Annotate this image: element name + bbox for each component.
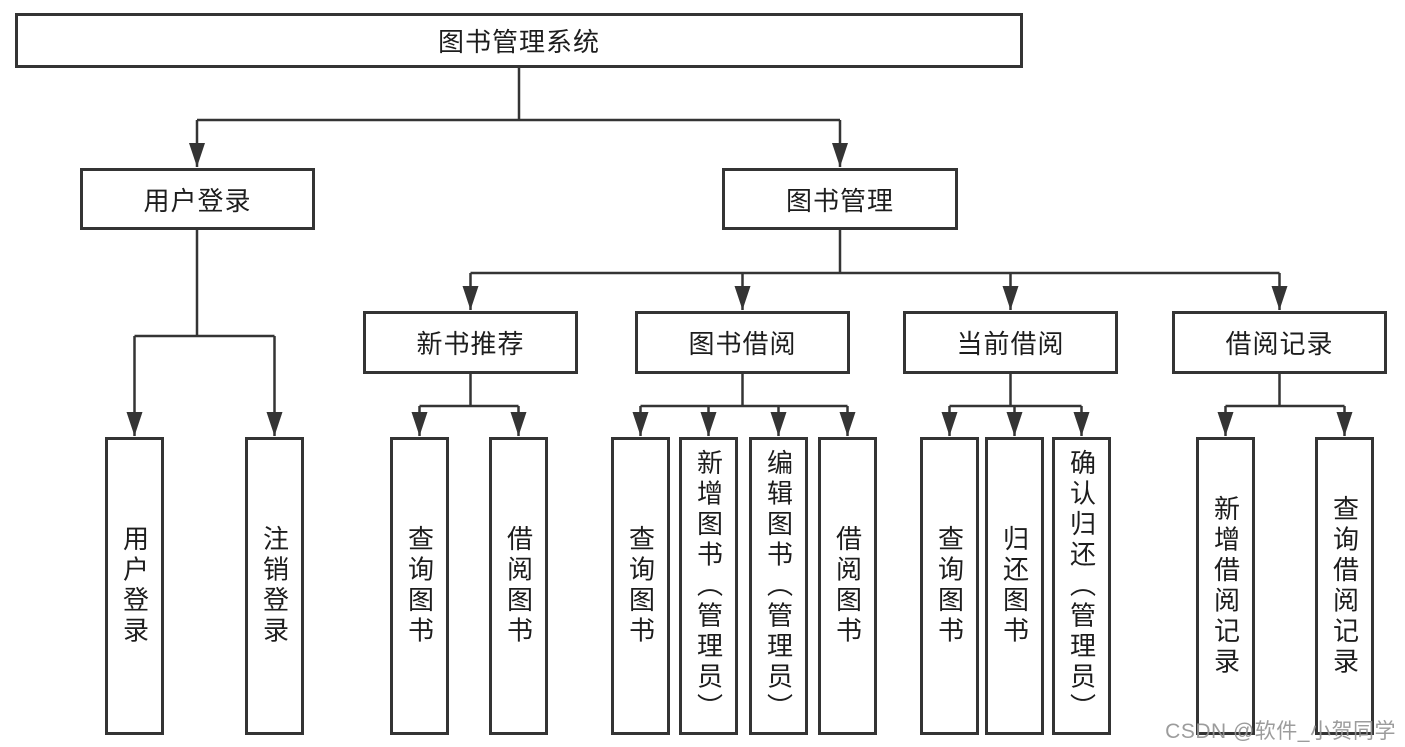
- node-label: 查询图书: [625, 525, 656, 647]
- node-label: 归还图书: [999, 525, 1030, 647]
- node-label: 借阅记录: [1225, 329, 1334, 359]
- node-label: 用户登录: [119, 525, 150, 647]
- node-library-system: 图书管理系统: [15, 13, 1023, 68]
- node-label: 借阅图书: [832, 525, 863, 647]
- node-label: 图书管理: [785, 185, 894, 216]
- node-new-book-recommend: 新书推荐: [363, 311, 578, 374]
- leaf-query-books-1: 查询图书: [390, 437, 449, 735]
- node-user-login: 用户登录: [80, 168, 315, 230]
- leaf-borrow-books-1: 借阅图书: [489, 437, 548, 735]
- leaf-add-book-admin: 新增图书（管理员）: [679, 437, 738, 735]
- node-label: 编辑图书（管理员）: [763, 448, 794, 724]
- wire-current-borrowing-children: [941, 374, 1090, 436]
- node-label: 图书借阅: [688, 329, 797, 359]
- node-borrow-records: 借阅记录: [1172, 311, 1387, 374]
- wire-root-to-level2: [189, 68, 848, 167]
- leaf-logout: 注销登录: [245, 437, 304, 735]
- node-label: 查询图书: [404, 525, 435, 647]
- wire-book-management-branch: [462, 230, 1288, 310]
- node-label: 注销登录: [259, 525, 290, 647]
- node-label: 确认归还（管理员）: [1066, 448, 1097, 724]
- node-label: 借阅图书: [503, 525, 534, 647]
- leaf-query-borrow-record: 查询借阅记录: [1315, 437, 1374, 735]
- leaf-query-books-2: 查询图书: [611, 437, 670, 735]
- leaf-confirm-return-admin: 确认归还（管理员）: [1052, 437, 1111, 735]
- node-label: 图书管理系统: [437, 27, 600, 57]
- wire-book-borrowing-children: [632, 374, 856, 436]
- node-label: 用户登录: [143, 185, 252, 216]
- leaf-return-books: 归还图书: [985, 437, 1044, 735]
- wire-new-book-recommend-children: [411, 374, 527, 436]
- node-book-management: 图书管理: [722, 168, 958, 230]
- node-book-borrowing: 图书借阅: [635, 311, 850, 374]
- node-label: 查询借阅记录: [1329, 494, 1360, 678]
- leaf-user-login: 用户登录: [105, 437, 164, 735]
- leaf-add-borrow-record: 新增借阅记录: [1196, 437, 1255, 735]
- leaf-edit-book-admin: 编辑图书（管理员）: [749, 437, 808, 735]
- node-label: 当前借阅: [956, 329, 1065, 359]
- csdn-watermark: CSDN @软件_小贺同学: [1165, 720, 1396, 743]
- wire-borrow-records-children: [1217, 374, 1353, 436]
- node-current-borrowing: 当前借阅: [903, 311, 1118, 374]
- leaf-query-books-3: 查询图书: [920, 437, 979, 735]
- leaf-borrow-books-2: 借阅图书: [818, 437, 877, 735]
- node-label: 查询图书: [934, 525, 965, 647]
- node-label: 新增借阅记录: [1210, 494, 1241, 678]
- wire-user-login-branch: [126, 230, 283, 436]
- node-label: 新书推荐: [416, 329, 525, 359]
- node-label: 新增图书（管理员）: [693, 448, 724, 724]
